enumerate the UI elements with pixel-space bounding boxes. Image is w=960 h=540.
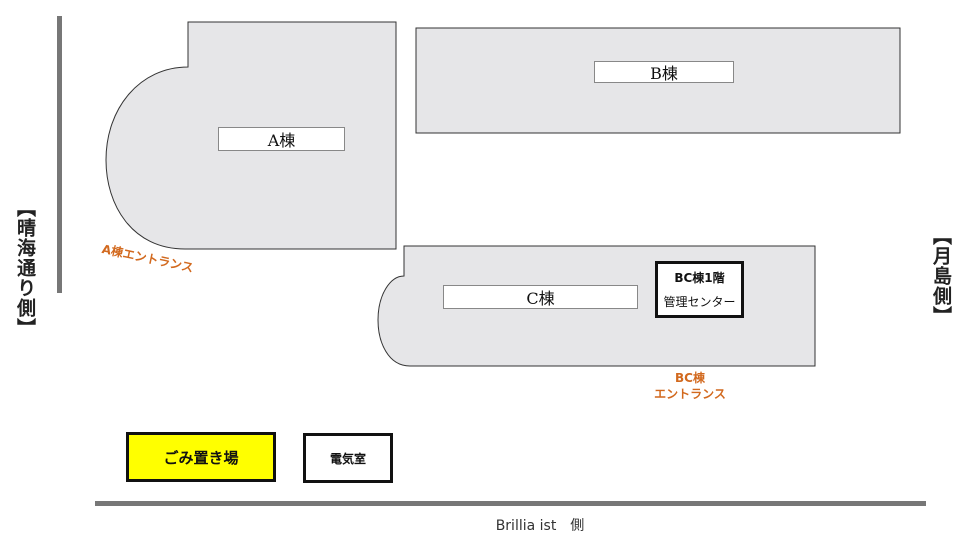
- brillia-side-label: Brillia ist 側: [495, 518, 585, 534]
- management-center-line1: BC棟1階: [674, 270, 725, 285]
- management-center-box: BC棟1階 管理センター: [655, 261, 744, 318]
- electric-room: 電気室: [303, 433, 393, 483]
- tsukishima-side-label: 【月島側】: [930, 226, 952, 326]
- brillia-side-line: [95, 501, 926, 506]
- bc-entrance-label: BC棟 エントランス: [645, 370, 735, 402]
- garbage-area: ごみ置き場: [126, 432, 276, 482]
- building-b-label: B棟: [594, 61, 734, 83]
- harumi-street-side-label: 【晴海通り側】: [14, 198, 36, 338]
- harumi-street-line: [57, 16, 62, 293]
- bc-entrance-line2: エントランス: [654, 387, 726, 401]
- building-a-label: A棟: [218, 127, 345, 151]
- management-center-line2: 管理センター: [663, 294, 736, 309]
- building-c-label: C棟: [443, 285, 638, 309]
- bc-entrance-line1: BC棟: [675, 371, 705, 385]
